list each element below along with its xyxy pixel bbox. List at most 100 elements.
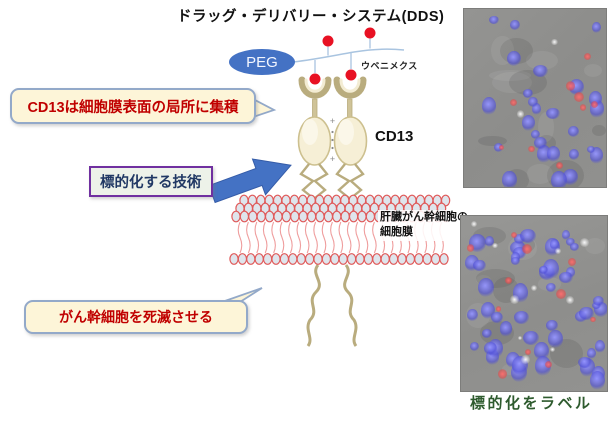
dimer-plus-mark: + (330, 116, 335, 126)
nucleus-blue (519, 228, 537, 243)
callout-top-text: CD13は細胞膜表面の局所に集積 (27, 99, 239, 116)
marker-red (466, 244, 474, 252)
oval-highlight (338, 119, 354, 145)
nucleus-blue (558, 271, 573, 284)
cell-body-texture (526, 50, 559, 70)
lipid-head (365, 210, 376, 223)
nucleus-blue (531, 103, 541, 116)
lipid-tail (279, 221, 285, 254)
cell-body-texture (501, 363, 518, 375)
lipid-tail (363, 221, 369, 254)
marker-red (527, 145, 535, 153)
lipid-head (246, 253, 256, 265)
marker-red (556, 288, 566, 299)
lipid-tail (262, 221, 268, 254)
receptor-stalk (347, 98, 353, 119)
marker-red (510, 98, 518, 106)
marker-red (556, 161, 564, 169)
marker-red (574, 91, 585, 102)
lipid-tail (288, 221, 293, 254)
slide-title: ドラッグ・デリバリー・システム(DDS) (177, 9, 445, 25)
lipid-tail (271, 221, 276, 254)
marker-red (521, 243, 532, 254)
nucleus-blue (521, 115, 535, 132)
micrograph-top (463, 8, 607, 188)
lipid-head (264, 210, 275, 223)
nucleus-blue (592, 22, 602, 34)
nucleus-blue (491, 312, 503, 324)
nucleus-blue (545, 320, 559, 332)
marker-white (521, 354, 530, 364)
lipid-tail (330, 221, 335, 254)
membrane-label-line1: 肝臓がん幹細胞の (380, 211, 468, 223)
marker-red (579, 104, 587, 111)
nucleus-blue (488, 16, 499, 25)
nucleus-blue (470, 342, 480, 352)
callout-kill-stem-cells: がん幹細胞を死滅させる (24, 300, 248, 334)
lipid-tail (254, 221, 260, 254)
ubenimex-dot (309, 73, 321, 85)
lipid-head (388, 253, 399, 265)
lipid-head (279, 253, 290, 265)
cell-body-texture (583, 64, 603, 78)
marker-red (497, 369, 508, 379)
nucleus-blue (534, 341, 549, 360)
marker-red (524, 348, 531, 356)
antibody-cup (333, 76, 367, 99)
lipid-tail (246, 221, 251, 254)
lipid-tail (296, 221, 302, 254)
membrane-label-line2: 細胞膜 (380, 226, 413, 239)
lipid-head (372, 253, 382, 265)
cd13-receptor-group: + + (297, 76, 368, 347)
peg-chain-line (292, 48, 405, 63)
nucleus-blue (514, 311, 530, 324)
nucleus-blue (577, 356, 593, 369)
dimer-dot (331, 130, 334, 134)
cell-body-texture (537, 112, 555, 143)
antibody-cup-highlight (339, 78, 361, 93)
lipid-head (348, 210, 359, 223)
nucleus-blue (530, 129, 541, 140)
antibody-cup-highlight (304, 78, 326, 93)
marker-white (530, 284, 537, 291)
nucleus-blue (587, 348, 597, 360)
nucleus-blue (534, 136, 548, 150)
lipid-head (323, 210, 334, 223)
lipid-head (248, 210, 258, 223)
lipid-head (357, 210, 367, 223)
nucleus-blue (502, 170, 517, 187)
nucleus-blue (546, 283, 556, 293)
callout-bottom-text: がん幹細胞を死滅させる (59, 309, 213, 325)
lipid-head (229, 253, 239, 265)
dimer-dot (331, 138, 334, 142)
nucleus-blue (513, 234, 525, 244)
nucleus-blue (484, 236, 495, 248)
nucleus-blue (493, 142, 504, 153)
lipid-head (281, 210, 292, 223)
nucleus-blue (506, 50, 522, 67)
lipid-head (380, 253, 390, 265)
nucleus-blue (539, 266, 548, 274)
lipid-head (262, 253, 273, 265)
cell-body-texture (489, 69, 532, 81)
marker-white (516, 110, 525, 118)
lipid-tail (355, 221, 360, 254)
nucleus-blue (522, 89, 533, 98)
lipid-head (273, 210, 283, 223)
callout-top-tail (252, 98, 277, 118)
lipid-head (405, 253, 416, 265)
lipid-head (330, 253, 340, 265)
dimer-plus-mark: + (330, 154, 335, 164)
nucleus-blue (477, 277, 494, 298)
nucleus-blue (473, 259, 486, 272)
nucleus-blue (568, 149, 579, 161)
cd13-label: CD13 (375, 128, 414, 145)
branch-zigzag (348, 163, 365, 199)
marker-white (580, 238, 589, 247)
lipid-head (313, 253, 323, 265)
callout-cd13-accumulation: CD13は細胞膜表面の局所に集積 (10, 88, 256, 124)
membrane-label: 肝臓がん幹細胞の 細胞膜 (378, 210, 470, 241)
lipid-head (430, 253, 441, 265)
lipid-head (239, 210, 250, 223)
